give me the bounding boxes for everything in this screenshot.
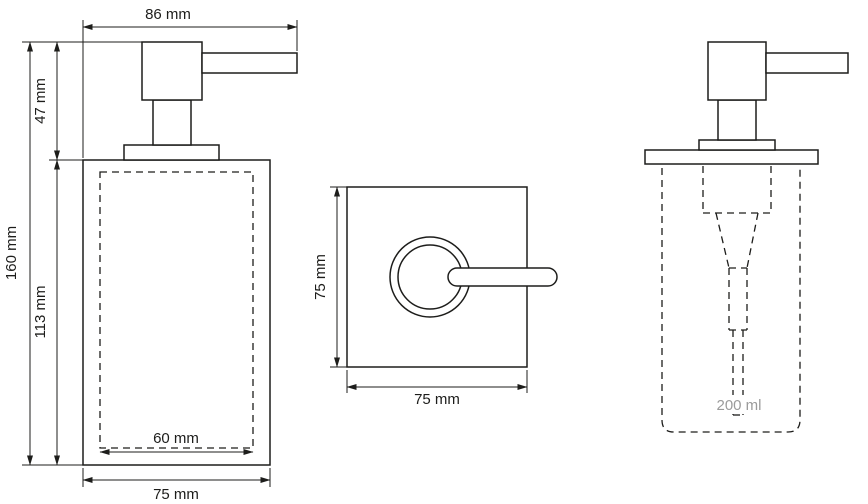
dim-top-view-width: 75 mm [346,370,528,408]
front-view-pump [123,41,298,161]
dim-top-view-height: 75 mm [312,186,347,368]
side-view-pump [644,41,849,165]
dim-total-height-label: 160 mm [3,226,20,280]
volume-label-backdrop [703,395,775,413]
dim-inner-width: 60 mm [99,430,254,455]
dim-outer-width: 75 mm [82,468,271,503]
dim-body-height: 113 mm [32,159,60,466]
side-view-container-outline [661,168,801,433]
dim-top-width: 86 mm [82,6,298,158]
dim-pump-height-label: 47 mm [32,78,49,124]
dim-body-height-label: 113 mm [32,285,49,338]
dim-top-view-height-label: 75 mm [312,254,329,300]
dim-outer-width-label: 75 mm [153,486,199,503]
side-view-mounting-plate [644,149,819,165]
top-view-spout-handle [447,267,558,287]
volume-label: 200 ml [716,397,761,414]
top-view: 75 mm 75 mm [312,186,558,408]
side-view-pump-mechanism [702,166,772,416]
dim-inner-width-label: 60 mm [153,430,199,447]
front-view: 60 mm 86 mm 160 mm 47 mm [3,6,298,503]
side-view: 200 ml [644,41,849,433]
dim-total-height: 160 mm [3,41,142,466]
dim-pump-height: 47 mm [32,41,83,161]
dim-top-width-label: 86 mm [145,6,191,23]
front-view-body [82,159,271,466]
dim-top-view-width-label: 75 mm [414,391,460,408]
